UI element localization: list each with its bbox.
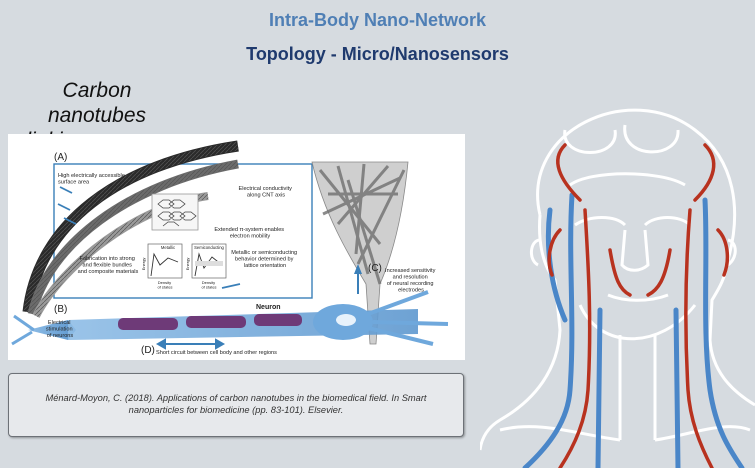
metallic-dos-chart: [147, 243, 183, 279]
head-svg: [480, 108, 755, 468]
semiconducting-chart-y-label: Energy: [185, 258, 190, 271]
conductivity-label: Electrical conductivity along CNT axis: [238, 186, 293, 199]
neuron-label: Neuron: [256, 304, 281, 311]
semiconducting-chart-x-label: Density of states: [201, 280, 216, 290]
fabrication-label: Fabrication into strong and flexible bun…: [78, 256, 139, 275]
panel-d-label: (D): [141, 345, 155, 356]
metallic-behavior-label: Metallic or semiconducting behavior dete…: [231, 250, 298, 269]
graphene-lattice: [151, 193, 199, 231]
semiconducting-chart-label: Semiconducting: [194, 245, 224, 250]
metallic-chart-x-label: Density of states: [157, 280, 172, 290]
heading-line-1: Carbon nanotubes: [47, 79, 147, 127]
metallic-chart-label: Metallic: [161, 245, 175, 250]
sensitivity-label: Increased sensitivity and resolution of …: [385, 268, 437, 294]
electrode-bundle: [311, 161, 409, 345]
metallic-chart-y-label: Energy: [141, 258, 146, 271]
page-subtitle: Topology - Micro/Nanosensors: [246, 44, 509, 64]
pi-system-label: Extended π-system enables electron mobil…: [214, 227, 285, 240]
head-illustration: [480, 90, 755, 468]
cnt-figure-svg: (A) (B) (C) (D) High electrically access…: [11, 140, 449, 356]
semiconducting-dos-chart: [191, 243, 227, 279]
short-circuit-label: Short circuit between cell body and othe…: [156, 350, 277, 356]
surface-area-label: High electrically accessible surface are…: [58, 173, 126, 186]
neuron: [11, 290, 449, 346]
arteries: [547, 143, 730, 468]
short-circuit-arrow: [155, 338, 226, 350]
inset-frame: [53, 163, 313, 299]
panel-b-label: (B): [54, 304, 67, 315]
citation-text: Ménard-Moyon, C. (2018). Applications of…: [45, 393, 427, 415]
pointer-arrows: [57, 186, 241, 289]
cnt-figure: (A) (B) (C) (D) High electrically access…: [8, 134, 465, 360]
panel-a-label: (A): [54, 152, 67, 163]
veins: [522, 192, 745, 468]
stimulation-label: Electrical stimulation of neurons: [46, 320, 74, 339]
panel-c-label: (C): [368, 263, 382, 274]
nanotube-bundle: [22, 140, 239, 318]
page-title: Intra-Body Nano-Network: [268, 10, 486, 30]
citation-box: Ménard-Moyon, C. (2018). Applications of…: [8, 373, 464, 437]
